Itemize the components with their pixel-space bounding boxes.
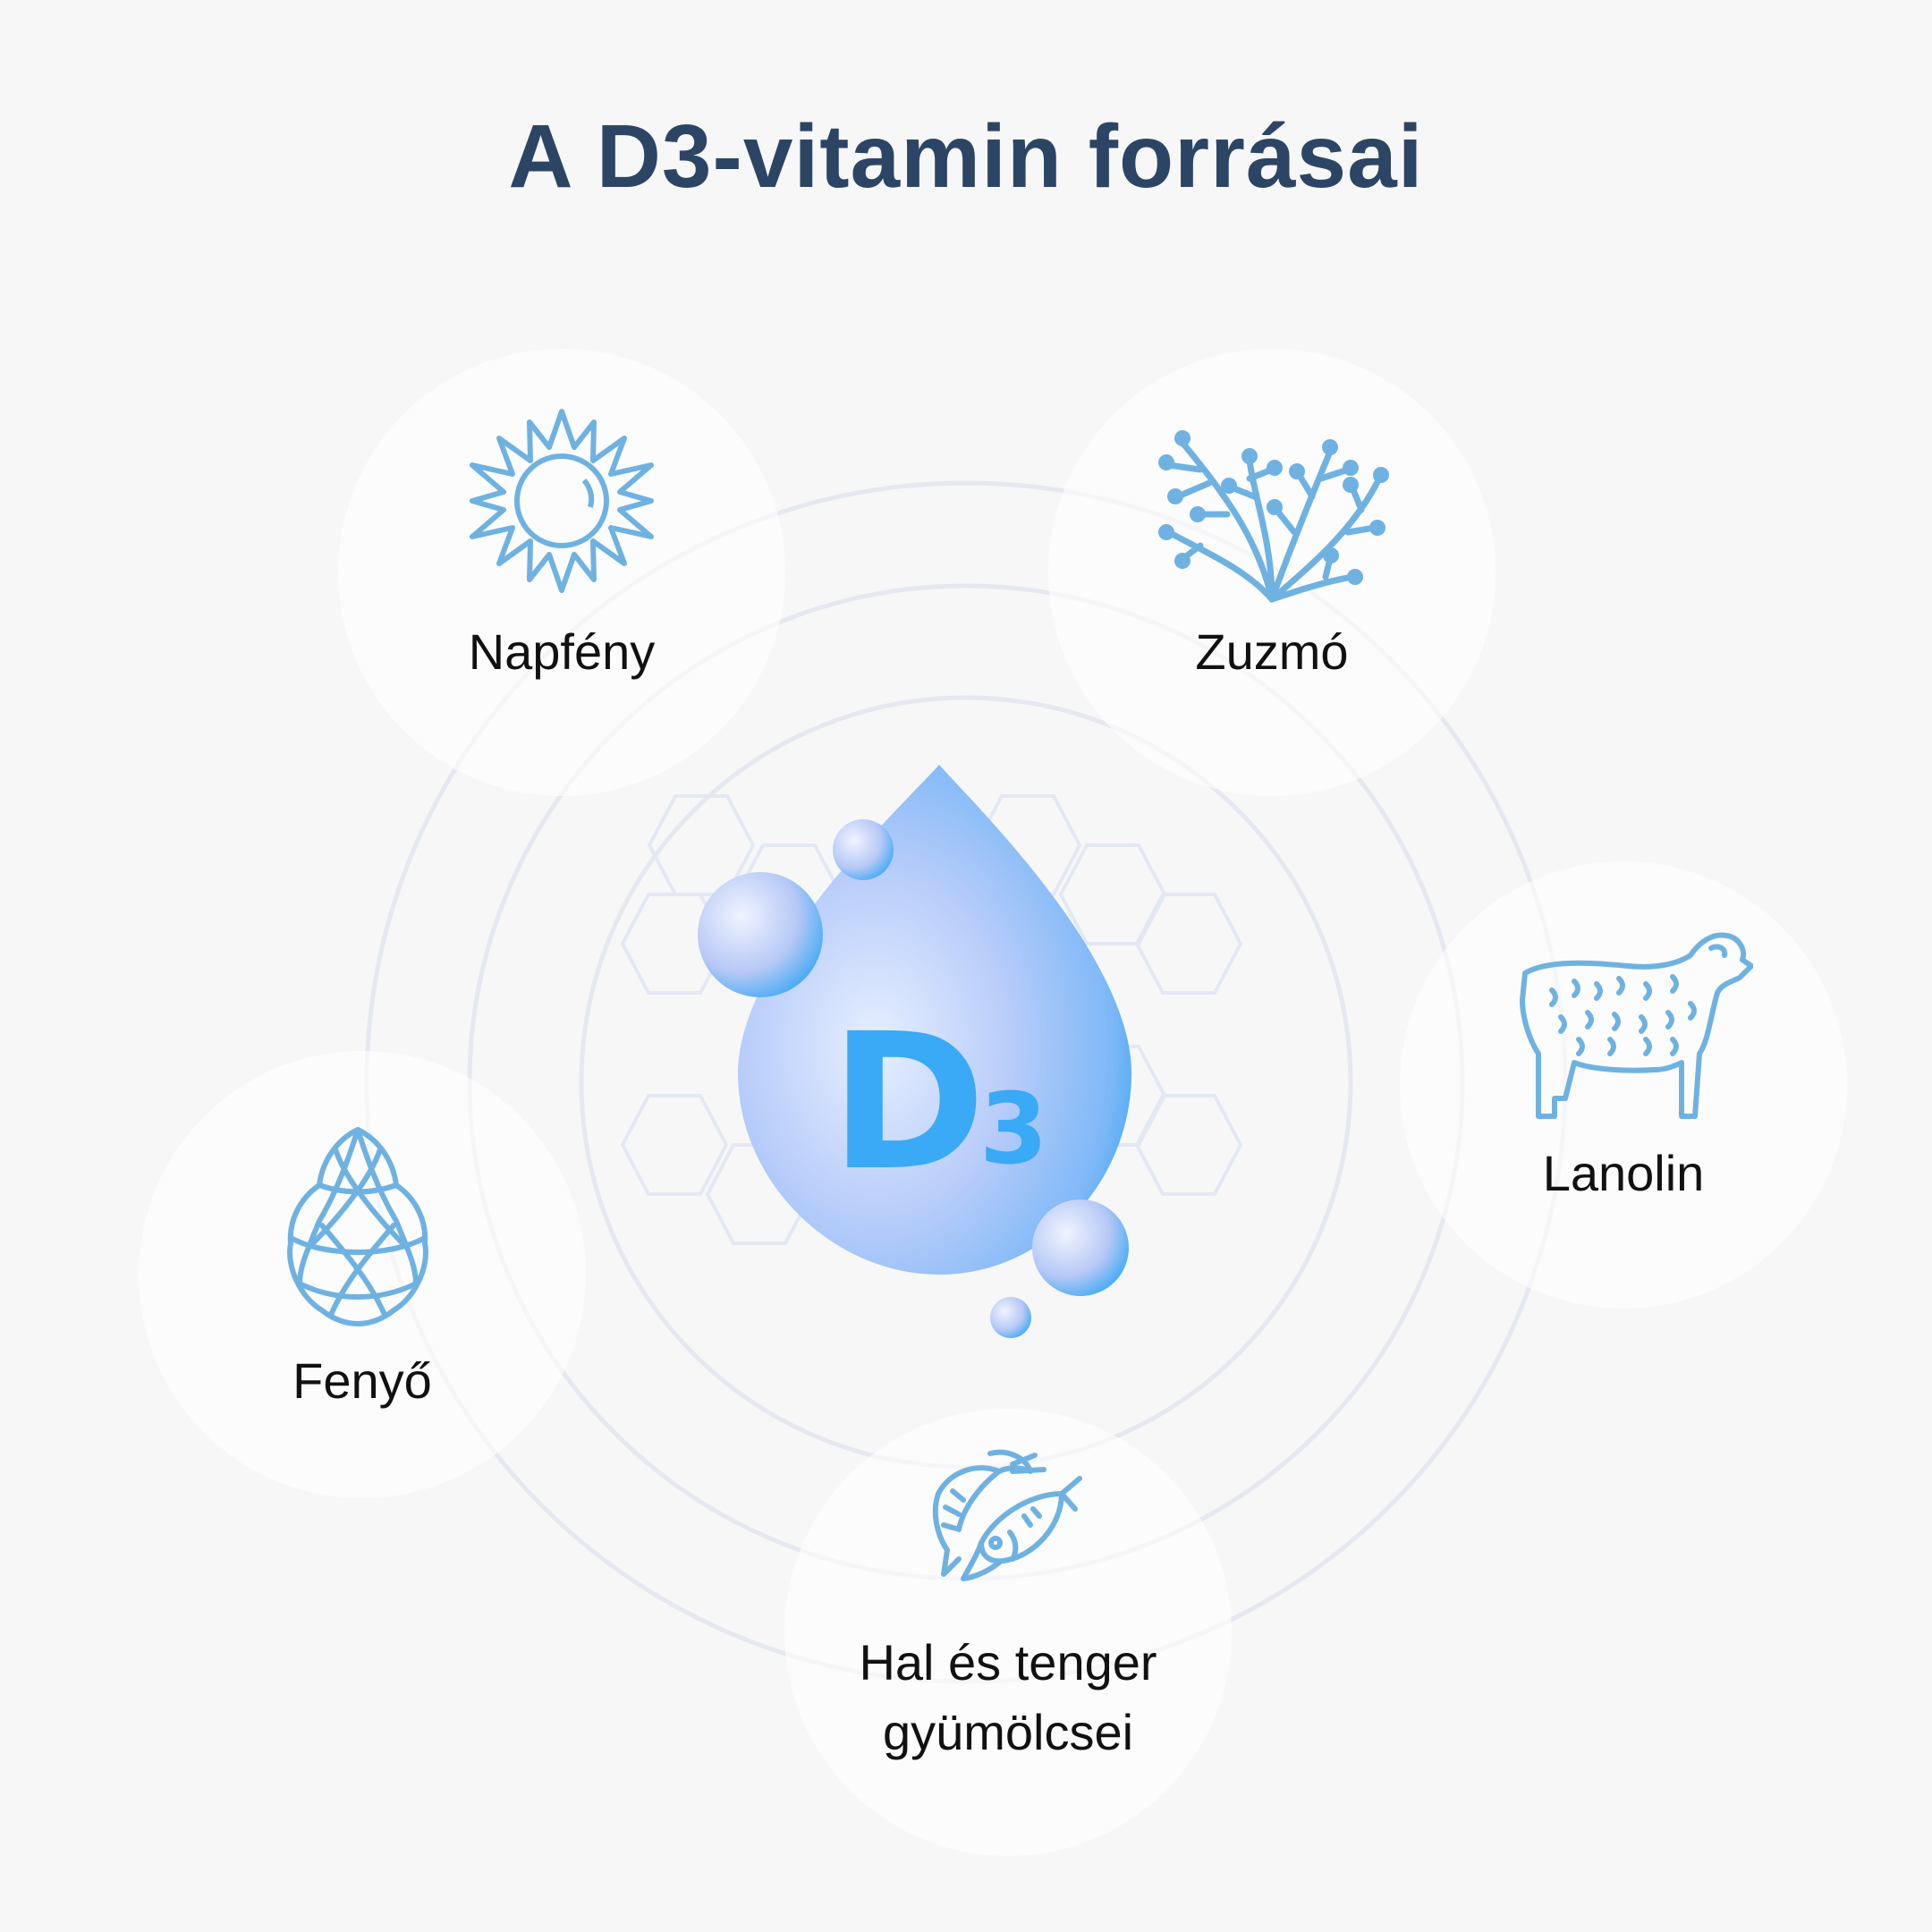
- source-label: Lanolin: [1542, 1145, 1705, 1201]
- sun-icon: [470, 409, 654, 593]
- source-pine: Fenyő: [139, 1051, 586, 1498]
- source-lichen: Zuzmó: [1048, 349, 1496, 796]
- pine-cone-icon: [287, 1127, 428, 1326]
- source-sunlight: Napfény: [338, 349, 785, 796]
- source-label: Napfény: [468, 623, 656, 680]
- source-label: Zuzmó: [1195, 623, 1349, 680]
- source-fish-seafood: Hal és tenger gyümölcsei: [784, 1409, 1232, 1856]
- svg-text:D: D: [830, 993, 986, 1212]
- page-title: A D3-vitamin forrásai: [508, 106, 1424, 207]
- lichen-icon: [1158, 430, 1389, 603]
- source-label-line1: Hal és tenger: [859, 1634, 1157, 1690]
- fish-shrimp-icon: [932, 1449, 1082, 1581]
- svg-text:3: 3: [979, 1072, 1048, 1186]
- source-label-line2: gyümölcsei: [882, 1704, 1134, 1760]
- sheep-icon: [1520, 932, 1753, 1119]
- source-lanolin: Lanolin: [1400, 861, 1847, 1309]
- source-label: Fenyő: [292, 1352, 432, 1409]
